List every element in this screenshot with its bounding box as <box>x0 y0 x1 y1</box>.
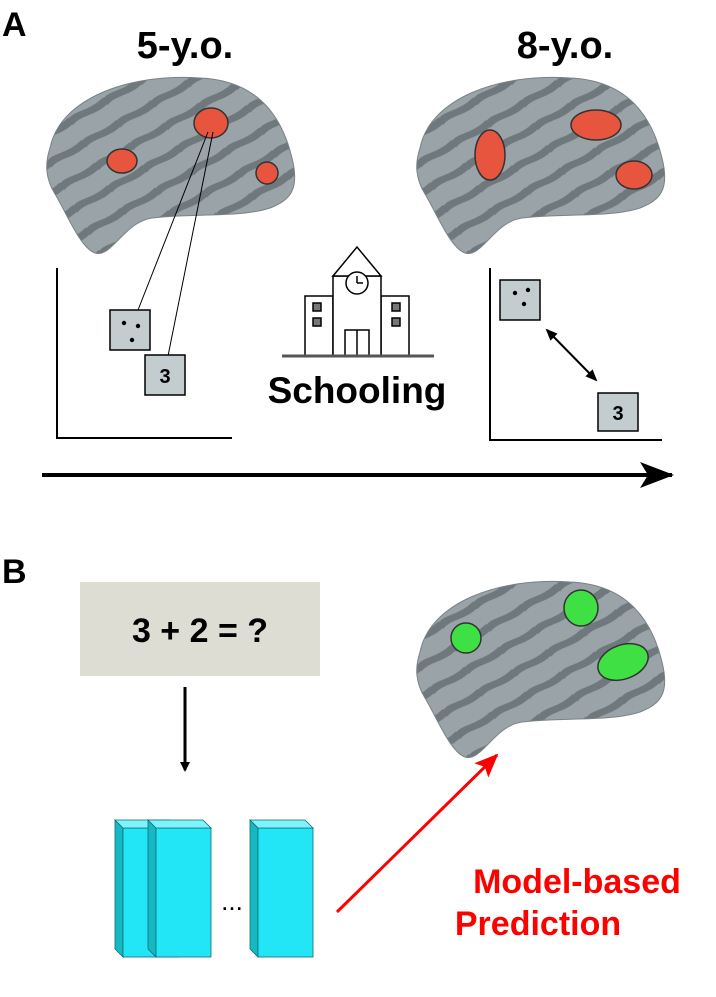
red-region <box>193 107 229 139</box>
schooling-label: Schooling <box>268 370 447 411</box>
school-icon <box>282 245 434 358</box>
representation-space-8yo: 3 <box>489 268 662 441</box>
digit-label: 3 <box>612 403 623 425</box>
age-8-title: 8-y.o. <box>517 25 613 67</box>
red-region <box>474 129 506 181</box>
network-layer <box>147 819 212 958</box>
panel-a-label: A <box>2 6 27 44</box>
red-region <box>570 109 622 141</box>
digit-label: 3 <box>159 366 170 388</box>
equation-text: 3 + 2 = ? <box>132 612 268 650</box>
red-region <box>106 148 138 174</box>
equation-box <box>80 582 320 676</box>
digit-stimulus-box <box>597 392 639 432</box>
brain-8yo <box>416 76 666 254</box>
green-region <box>563 589 599 627</box>
green-region <box>450 622 482 654</box>
red-region <box>615 160 653 190</box>
age-5-title: 5-y.o. <box>137 25 233 67</box>
network-layer <box>249 819 314 958</box>
prediction-label-line1: Model-based <box>473 863 681 901</box>
prediction-label-line2: Prediction <box>455 905 621 943</box>
prediction-arrow <box>335 753 499 914</box>
layers-ellipsis: ... <box>221 886 243 916</box>
red-region <box>255 161 279 185</box>
distance-arrow <box>545 328 598 382</box>
dots-stimulus-box <box>109 309 151 351</box>
digit-stimulus-box <box>144 354 186 396</box>
panel-b-label: B <box>2 553 27 591</box>
dots-stimulus-box <box>499 279 541 321</box>
green-region <box>597 642 649 682</box>
representation-space-5yo: 3 <box>56 131 232 439</box>
brain-predicted <box>416 580 666 758</box>
brain-5yo <box>46 76 296 254</box>
neural-network-layers <box>114 819 314 958</box>
